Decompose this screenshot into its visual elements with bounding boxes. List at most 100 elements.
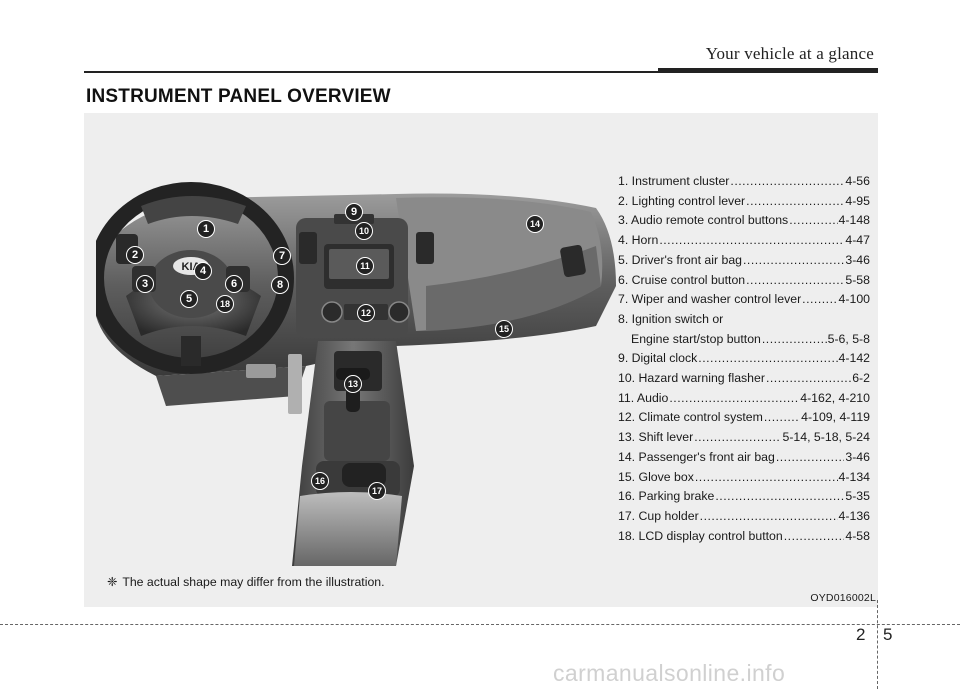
legend-leader bbox=[766, 369, 851, 389]
legend-item: 4. Horn 4-47 bbox=[618, 231, 870, 251]
legend-item-label: 17. Cup holder bbox=[618, 507, 699, 527]
legend-item: 7. Wiper and washer control lever 4-100 bbox=[618, 290, 870, 310]
legend-item: 9. Digital clock 4-142 bbox=[618, 349, 870, 369]
note-text: The actual shape may differ from the ill… bbox=[122, 575, 384, 589]
legend-item-page: 5-35 bbox=[845, 487, 870, 507]
callout-marker-4: 4 bbox=[194, 262, 212, 280]
legend-item-label: 8. Ignition switch or bbox=[618, 310, 723, 330]
note-symbol: ❈ bbox=[107, 575, 117, 589]
instrument-panel-illustration: KIA bbox=[96, 136, 616, 566]
legend-item-label: 7. Wiper and washer control lever bbox=[618, 290, 801, 310]
legend-leader bbox=[743, 251, 844, 271]
legend-item-label: 16. Parking brake bbox=[618, 487, 714, 507]
callout-marker-12: 12 bbox=[357, 304, 375, 322]
legend-item-page: 6-2 bbox=[852, 369, 870, 389]
legend-item-page: 4-162, 4-210 bbox=[800, 389, 870, 409]
callout-marker-9: 9 bbox=[345, 203, 363, 221]
legend-leader bbox=[695, 468, 838, 488]
legend-item-page: 4-100 bbox=[839, 290, 870, 310]
legend-item: 1. Instrument cluster 4-56 bbox=[618, 172, 870, 192]
legend-item-page: 4-142 bbox=[839, 349, 870, 369]
brake-pedal bbox=[246, 364, 276, 378]
legend-item: 13. Shift lever 5-14, 5-18, 5-24 bbox=[618, 428, 870, 448]
legend-item: 12. Climate control system 4-109, 4-119 bbox=[618, 408, 870, 428]
legend-leader bbox=[746, 192, 844, 212]
legend-leader bbox=[698, 349, 837, 369]
legend-item: Engine start/stop button5-6, 5-8 bbox=[618, 330, 870, 350]
chapter-number: 2 bbox=[856, 625, 865, 645]
legend-item-label: 9. Digital clock bbox=[618, 349, 697, 369]
image-code: OYD016002L bbox=[810, 592, 876, 604]
section-title: Your vehicle at a glance bbox=[706, 44, 874, 64]
legend-leader bbox=[715, 487, 844, 507]
illustration-note: ❈ The actual shape may differ from the il… bbox=[107, 575, 385, 589]
legend-item-page: 5-14, 5-18, 5-24 bbox=[782, 428, 870, 448]
legend-item-page: 4-47 bbox=[845, 231, 870, 251]
callout-marker-13: 13 bbox=[344, 375, 362, 393]
legend-item: 3. Audio remote control buttons4-148 bbox=[618, 211, 870, 231]
legend-item-page: 4-134 bbox=[839, 468, 870, 488]
legend-item-page: 4-56 bbox=[845, 172, 870, 192]
legend-item: 2. Lighting control lever 4-95 bbox=[618, 192, 870, 212]
header-rule bbox=[84, 71, 660, 73]
legend-item: 15. Glove box4-134 bbox=[618, 468, 870, 488]
callout-marker-15: 15 bbox=[495, 320, 513, 338]
header-rule-accent bbox=[658, 68, 878, 73]
page-heading: INSTRUMENT PANEL OVERVIEW bbox=[86, 86, 391, 108]
callout-marker-3: 3 bbox=[136, 275, 154, 293]
legend-item: 18. LCD display control button 4-58 bbox=[618, 527, 870, 547]
legend-leader bbox=[802, 290, 837, 310]
legend-item-label: 11. Audio bbox=[618, 389, 668, 409]
legend-item-page: 4-136 bbox=[839, 507, 870, 527]
legend-item-label: 12. Climate control system bbox=[618, 408, 763, 428]
legend-item-page: 4-109, 4-119 bbox=[801, 408, 870, 428]
callout-marker-17: 17 bbox=[368, 482, 386, 500]
legend-leader bbox=[776, 448, 845, 468]
legend-item: 8. Ignition switch or bbox=[618, 310, 870, 330]
legend-leader bbox=[730, 172, 844, 192]
legend-item-page: 4-58 bbox=[845, 527, 870, 547]
callout-marker-10: 10 bbox=[355, 222, 373, 240]
legend-leader bbox=[669, 389, 799, 409]
legend-leader bbox=[764, 408, 800, 428]
callout-marker-5: 5 bbox=[180, 290, 198, 308]
legend-item-label: 6. Cruise control button bbox=[618, 271, 745, 291]
callout-marker-18: 18 bbox=[216, 295, 234, 313]
legend-item-page: 4-95 bbox=[845, 192, 870, 212]
armrest bbox=[294, 492, 402, 566]
legend-item-page: 5-58 bbox=[845, 271, 870, 291]
legend-item-label: 1. Instrument cluster bbox=[618, 172, 729, 192]
legend-leader bbox=[789, 211, 837, 231]
legend-item: 14. Passenger's front air bag3-46 bbox=[618, 448, 870, 468]
legend-item: 10. Hazard warning flasher 6-2 bbox=[618, 369, 870, 389]
legend-item-label: 3. Audio remote control buttons bbox=[618, 211, 788, 231]
legend-item-label: 13. Shift lever bbox=[618, 428, 693, 448]
legend-leader bbox=[784, 527, 845, 547]
legend-item-label: 4. Horn bbox=[618, 231, 658, 251]
legend-item: 16. Parking brake 5-35 bbox=[618, 487, 870, 507]
legend-item-label: 18. LCD display control button bbox=[618, 527, 783, 547]
legend-item: 6. Cruise control button 5-58 bbox=[618, 271, 870, 291]
watermark: carmanualsonline.info bbox=[553, 660, 785, 687]
legend-item-label: 5. Driver's front air bag bbox=[618, 251, 742, 271]
legend-list: 1. Instrument cluster4-562. Lighting con… bbox=[618, 172, 870, 546]
legend-item-label: 2. Lighting control lever bbox=[618, 192, 745, 212]
callout-marker-11: 11 bbox=[356, 257, 374, 275]
callout-marker-8: 8 bbox=[271, 276, 289, 294]
legend-leader bbox=[762, 330, 827, 350]
legend-leader bbox=[746, 271, 844, 291]
legend-leader bbox=[659, 231, 844, 251]
vent-center-right bbox=[416, 232, 434, 264]
legend-item-page: 5-6, 5-8 bbox=[828, 330, 870, 350]
vent-center-left bbox=[299, 232, 317, 264]
callout-marker-2: 2 bbox=[126, 246, 144, 264]
legend-item-label: 10. Hazard warning flasher bbox=[618, 369, 765, 389]
callout-marker-16: 16 bbox=[311, 472, 329, 490]
callout-marker-1: 1 bbox=[197, 220, 215, 238]
callout-marker-7: 7 bbox=[273, 247, 291, 265]
page-number: 5 bbox=[883, 625, 892, 645]
legend-item: 17. Cup holder 4-136 bbox=[618, 507, 870, 527]
callout-marker-6: 6 bbox=[225, 275, 243, 293]
footer-divider bbox=[877, 600, 878, 689]
legend-leader bbox=[700, 507, 838, 527]
